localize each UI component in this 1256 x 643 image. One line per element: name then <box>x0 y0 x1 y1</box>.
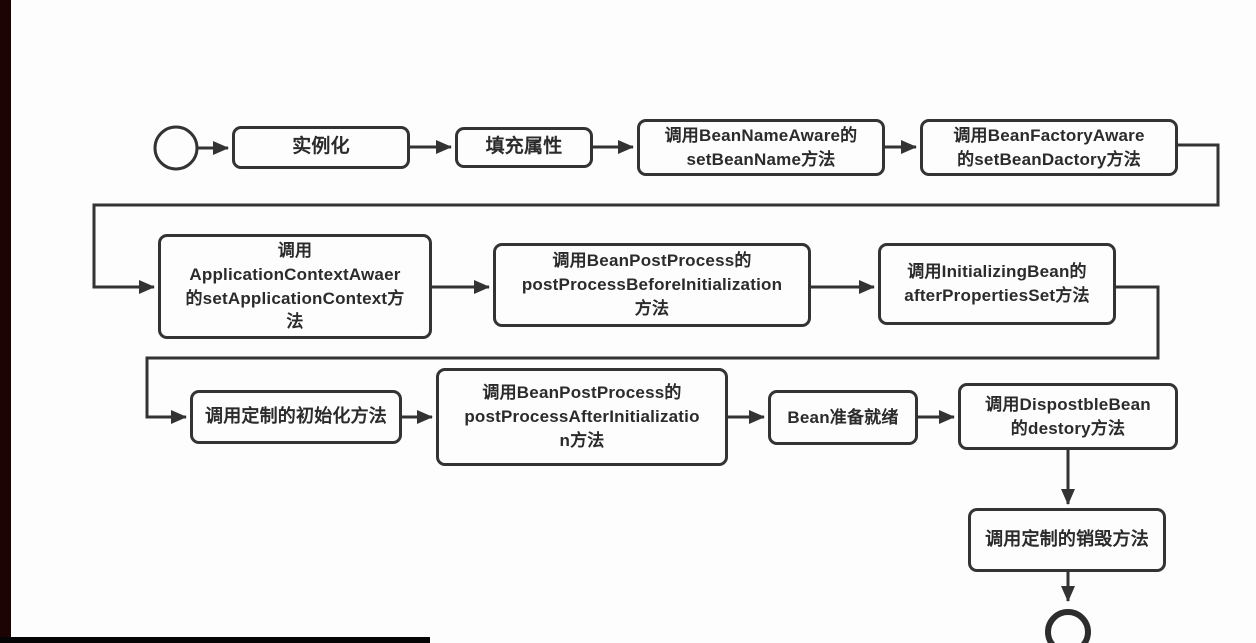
flow-node-custom-destroy-method: 调用定制的销毁方法 <box>968 508 1166 572</box>
connector-row2-to-row3 <box>145 285 1160 424</box>
flow-node-instantiate: 实例化 <box>232 126 410 169</box>
flow-node-application-context-aware: 调用 ApplicationContextAwaer 的setApplicati… <box>158 234 432 339</box>
bottom-edge-bar <box>0 637 430 643</box>
flow-node-disposable-bean-destroy: 调用DispostbleBean 的destory方法 <box>958 383 1178 450</box>
connector-row1-to-row2 <box>92 143 1220 294</box>
flow-node-custom-init-method: 调用定制的初始化方法 <box>190 390 402 444</box>
left-edge-bar <box>0 0 11 643</box>
flow-node-post-process-before-initialization: 调用BeanPostProcess的 postProcessBeforeInit… <box>493 243 811 327</box>
flow-node-bean-factory-aware: 调用BeanFactoryAware 的setBeanDactory方法 <box>920 119 1178 176</box>
flow-node-initializing-bean: 调用InitializingBean的 afterPropertiesSet方法 <box>878 243 1116 325</box>
flow-node-post-process-after-initialization: 调用BeanPostProcess的 postProcessAfterIniti… <box>436 368 728 466</box>
flow-node-populate-properties: 填充属性 <box>455 127 593 168</box>
start-circle <box>153 125 199 171</box>
flow-node-bean-ready: Bean准备就绪 <box>768 390 918 445</box>
flow-node-bean-name-aware: 调用BeanNameAware的 setBeanName方法 <box>637 119 885 176</box>
end-circle <box>1045 609 1091 643</box>
